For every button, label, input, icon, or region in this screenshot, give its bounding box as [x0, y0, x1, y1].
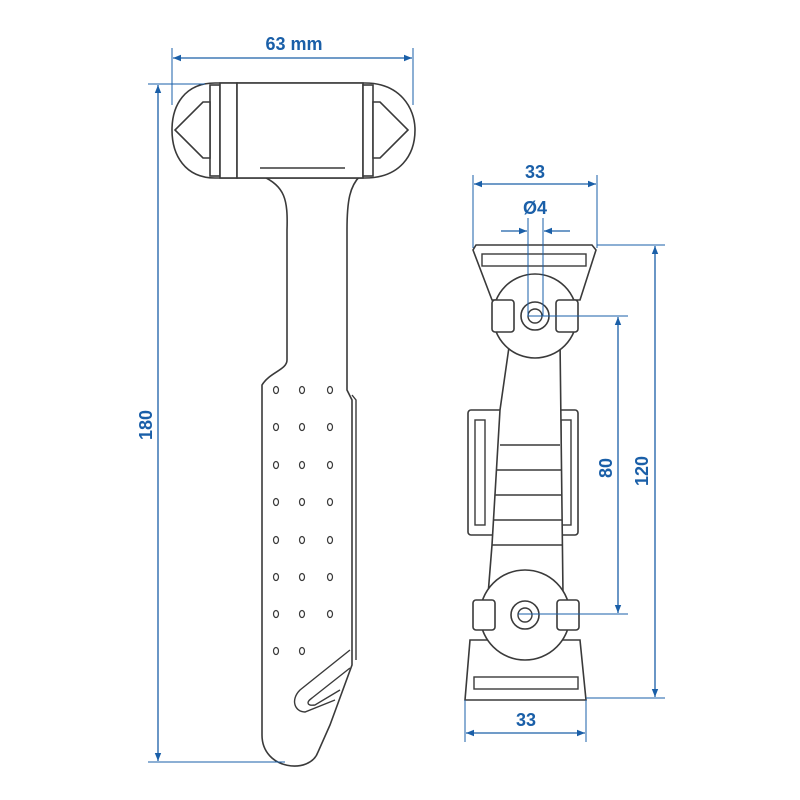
grip-dot: [298, 609, 306, 619]
bracket-body: [487, 339, 564, 596]
grip-dot: [272, 572, 280, 582]
grip-dot: [298, 535, 306, 545]
left-spike: [173, 101, 211, 159]
grip-dot: [298, 385, 306, 395]
belt-cutter-slot: [293, 649, 351, 713]
grip-dots: [272, 385, 334, 656]
grip-dot: [272, 385, 280, 395]
dim-hole-diameter: Ø4: [523, 198, 547, 218]
grip-dot: [298, 460, 306, 470]
grip-dot: [326, 609, 334, 619]
dim-bracket-height: 120: [632, 456, 652, 486]
mounting-bracket: [464, 244, 597, 701]
grip-dot: [298, 572, 306, 582]
hammer-handle: [261, 175, 362, 767]
grip-dot: [272, 460, 280, 470]
grip-dot: [326, 385, 334, 395]
dim-hammer-length: 180: [136, 410, 156, 440]
grip-dot: [298, 646, 306, 656]
dim-hole-spacing: 80: [596, 458, 616, 478]
grip-dot: [326, 497, 334, 507]
grip-dot: [326, 572, 334, 582]
lower-hole: [510, 600, 540, 630]
grip-dot: [272, 609, 280, 619]
grip-dot: [326, 535, 334, 545]
dim-bracket-bottom-width: 33: [516, 710, 536, 730]
right-spike: [372, 101, 410, 159]
grip-dot: [272, 422, 280, 432]
grip-dot: [298, 497, 306, 507]
grip-dot: [326, 460, 334, 470]
dim-bracket-top-width: 33: [525, 162, 545, 182]
grip-dot: [326, 422, 334, 432]
emergency-hammer: [171, 82, 416, 767]
dim-hammer-width: 63 mm: [265, 34, 322, 54]
grip-dot: [272, 646, 280, 656]
grip-dot: [272, 535, 280, 545]
grip-dot: [298, 422, 306, 432]
grip-dot: [272, 497, 280, 507]
dimension-lines: 63 mm 180 33 Ø4 120 80 33: [136, 34, 665, 763]
